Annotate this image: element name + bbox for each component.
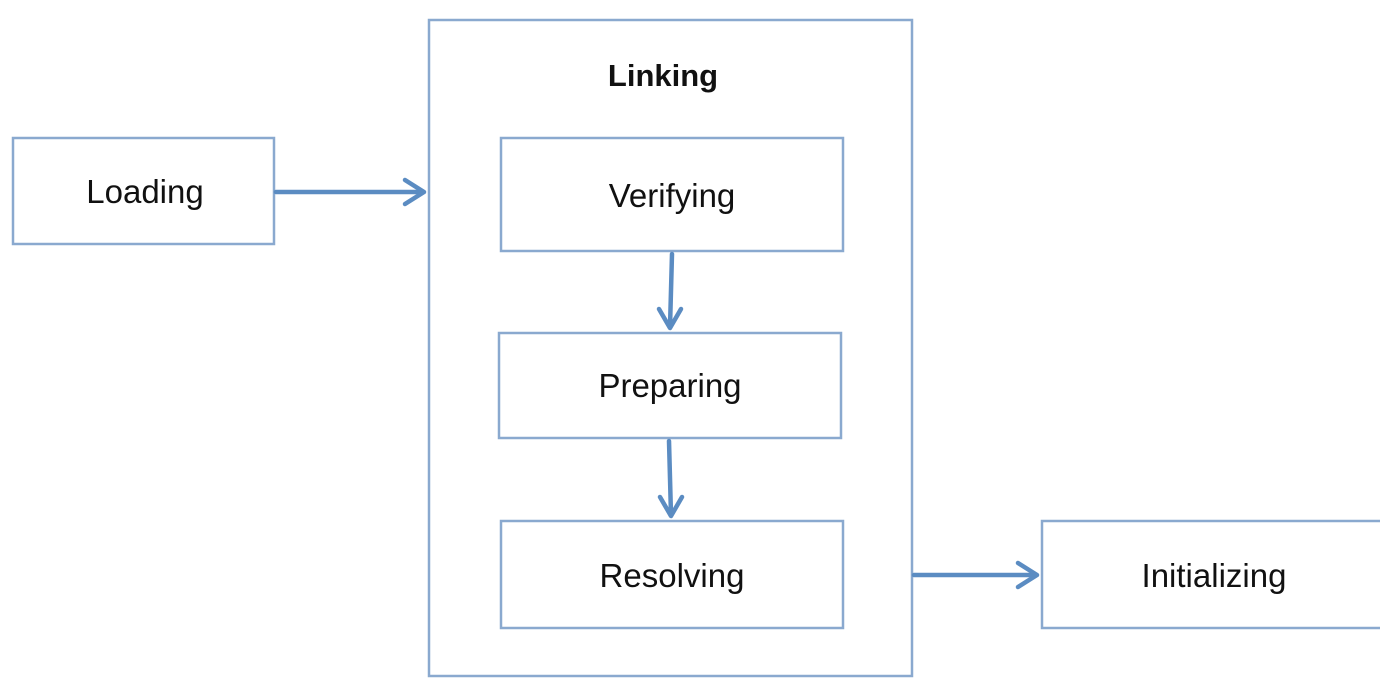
initializing-label: Initializing [1142,557,1287,594]
loading-box [11,136,276,246]
resolving-label: Resolving [600,557,745,594]
preparing-box [497,331,843,440]
edge-verifying-to-preparing [656,251,684,331]
edge-linking-to-initializing [911,560,1040,590]
edge-loading-to-linking [273,177,427,207]
arrowhead-down-icon [657,494,685,519]
edge-preparing-to-resolving [657,438,685,519]
linking-group-title: Linking [608,58,718,93]
edge-preparing-to-resolving-line [666,438,674,518]
verifying-node: Verifying [499,136,845,253]
edge-verifying-to-preparing-line [667,251,675,330]
initializing-node: Initializing [1040,519,1380,630]
preparing-label: Preparing [598,367,741,404]
resolving-node: Resolving [499,519,845,630]
loading-label: Loading [86,173,203,210]
arrowhead-down-icon [656,306,684,331]
preparing-node: Preparing [497,331,843,440]
initializing-box [1040,519,1380,630]
loading-node: Loading [11,136,276,246]
verifying-box [499,136,845,253]
arrowhead-right-icon [402,177,427,207]
arrowhead-right-icon [1015,560,1040,590]
verifying-label: Verifying [609,177,736,214]
resolving-box [499,519,845,630]
